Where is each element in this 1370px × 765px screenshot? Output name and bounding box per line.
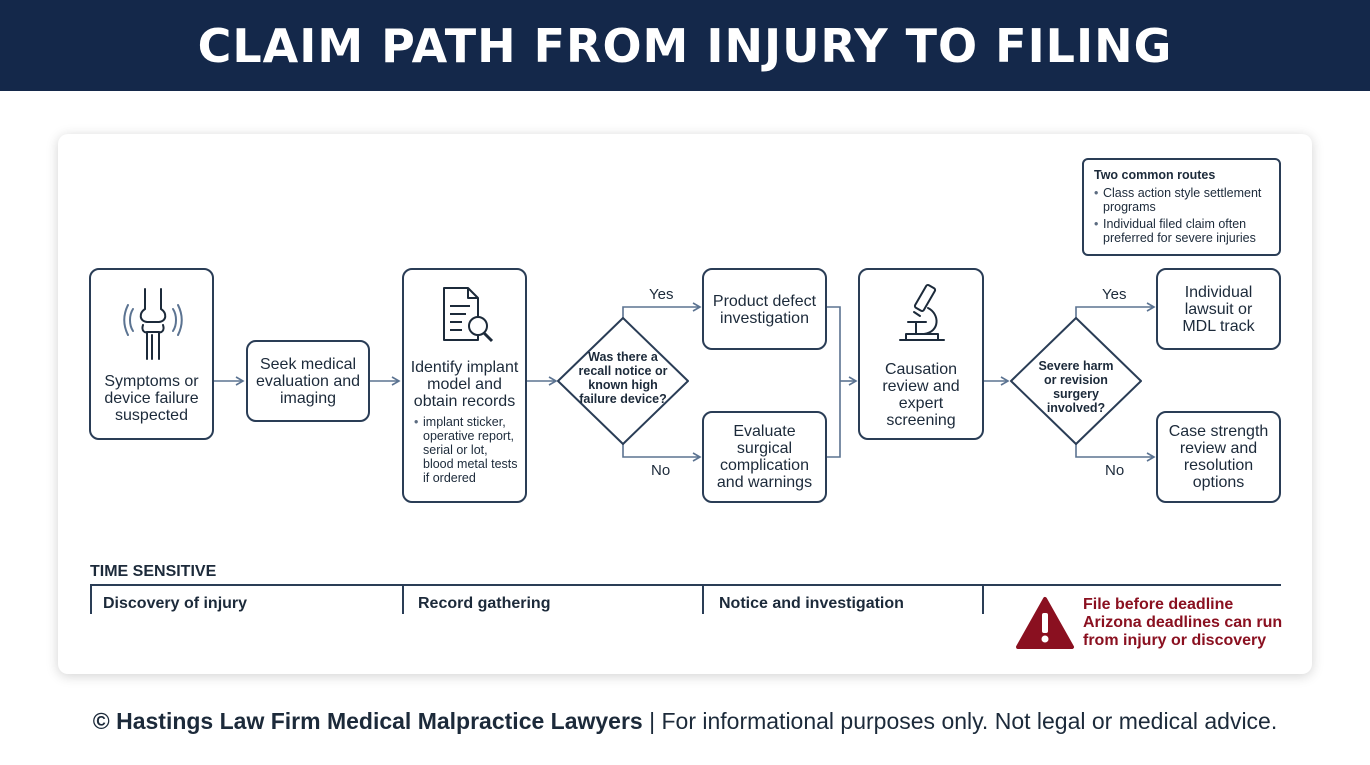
recall-question: Was there a recall notice or known high …: [578, 350, 668, 406]
case-strength-label: Case strength review and resolution opti…: [1168, 423, 1269, 491]
step-identify-implant: Identify implant model and obtain record…: [402, 268, 527, 503]
microscope-icon: [899, 283, 945, 341]
step-case-strength: Case strength review and resolution opti…: [1156, 411, 1281, 503]
timeline-tick: [402, 584, 404, 614]
timeline-tick: [982, 584, 984, 614]
timeline-line: [90, 584, 1281, 586]
warning-line: File before deadline: [1083, 596, 1234, 613]
timeline-tick: [702, 584, 704, 614]
timeline-phase-discovery: Discovery of injury: [103, 595, 248, 612]
step-seek-label: Seek medical evaluation and imaging: [255, 355, 361, 407]
no-label-1: No: [651, 462, 671, 479]
route-item: Class action style settlement programs: [1094, 186, 1269, 214]
recall-decision-diamond: [557, 317, 689, 445]
step-identify-bullets: • implant sticker, operative report, ser…: [414, 415, 518, 485]
no-label-2: No: [1105, 462, 1125, 479]
timeline-phase-records: Record gathering: [418, 595, 551, 612]
footer: © Hastings Law Firm Medical Malpractice …: [0, 708, 1370, 735]
routes-title: Two common routes: [1094, 168, 1216, 182]
header-bar: CLAIM PATH FROM INJURY TO FILING: [0, 0, 1370, 91]
yes-label-2: Yes: [1102, 286, 1127, 303]
page-title: CLAIM PATH FROM INJURY TO FILING: [197, 18, 1173, 73]
evaluate-label: Evaluate surgical complication and warni…: [716, 423, 813, 491]
warning-line: from injury or discovery: [1083, 632, 1267, 649]
step-individual-lawsuit: Individual lawsuit or MDL track: [1156, 268, 1281, 350]
identify-bullet-text: implant sticker, operative report, seria…: [423, 415, 518, 485]
step-symptoms-label: Symptoms or device failure suspected: [104, 373, 199, 424]
timeline-tick: [90, 584, 92, 614]
causation-label: Causation review and expert screening: [882, 361, 960, 429]
step-evaluate-complication: Evaluate surgical complication and warni…: [702, 411, 827, 503]
knee-joint-icon: [123, 288, 183, 360]
severity-decision-diamond: [1010, 317, 1142, 445]
step-identify-label: Identify implant model and obtain record…: [410, 359, 519, 410]
route-item: Individual filed claim often preferred f…: [1094, 217, 1269, 245]
step-causation-review: Causation review and expert screening: [858, 268, 984, 440]
step-symptoms: Symptoms or device failure suspected: [89, 268, 214, 440]
footer-brand: © Hastings Law Firm Medical Malpractice …: [92, 708, 643, 734]
step-product-defect: Product defect investigation: [702, 268, 827, 350]
individual-label: Individual lawsuit or MDL track: [1182, 283, 1255, 335]
timeline-phase-notice: Notice and investigation: [719, 595, 904, 612]
product-defect-label: Product defect investigation: [712, 293, 817, 327]
footer-disclaimer: | For informational purposes only. Not l…: [642, 708, 1278, 734]
warning-icon: [1016, 597, 1074, 649]
step-seek-evaluation: Seek medical evaluation and imaging: [246, 340, 370, 422]
severity-question: Severe harm or revision surgery involved…: [1038, 359, 1114, 415]
yes-label-1: Yes: [649, 286, 674, 303]
deadline-warning: File before deadline Arizona deadlines c…: [1083, 596, 1282, 650]
routes-list: Class action style settlement programs I…: [1094, 186, 1269, 245]
document-search-icon: [443, 287, 494, 343]
warning-line: Arizona deadlines can run: [1083, 614, 1283, 631]
timeline-title: TIME SENSITIVE: [90, 563, 217, 580]
routes-callout: Two common routes Class action style set…: [1082, 158, 1281, 256]
